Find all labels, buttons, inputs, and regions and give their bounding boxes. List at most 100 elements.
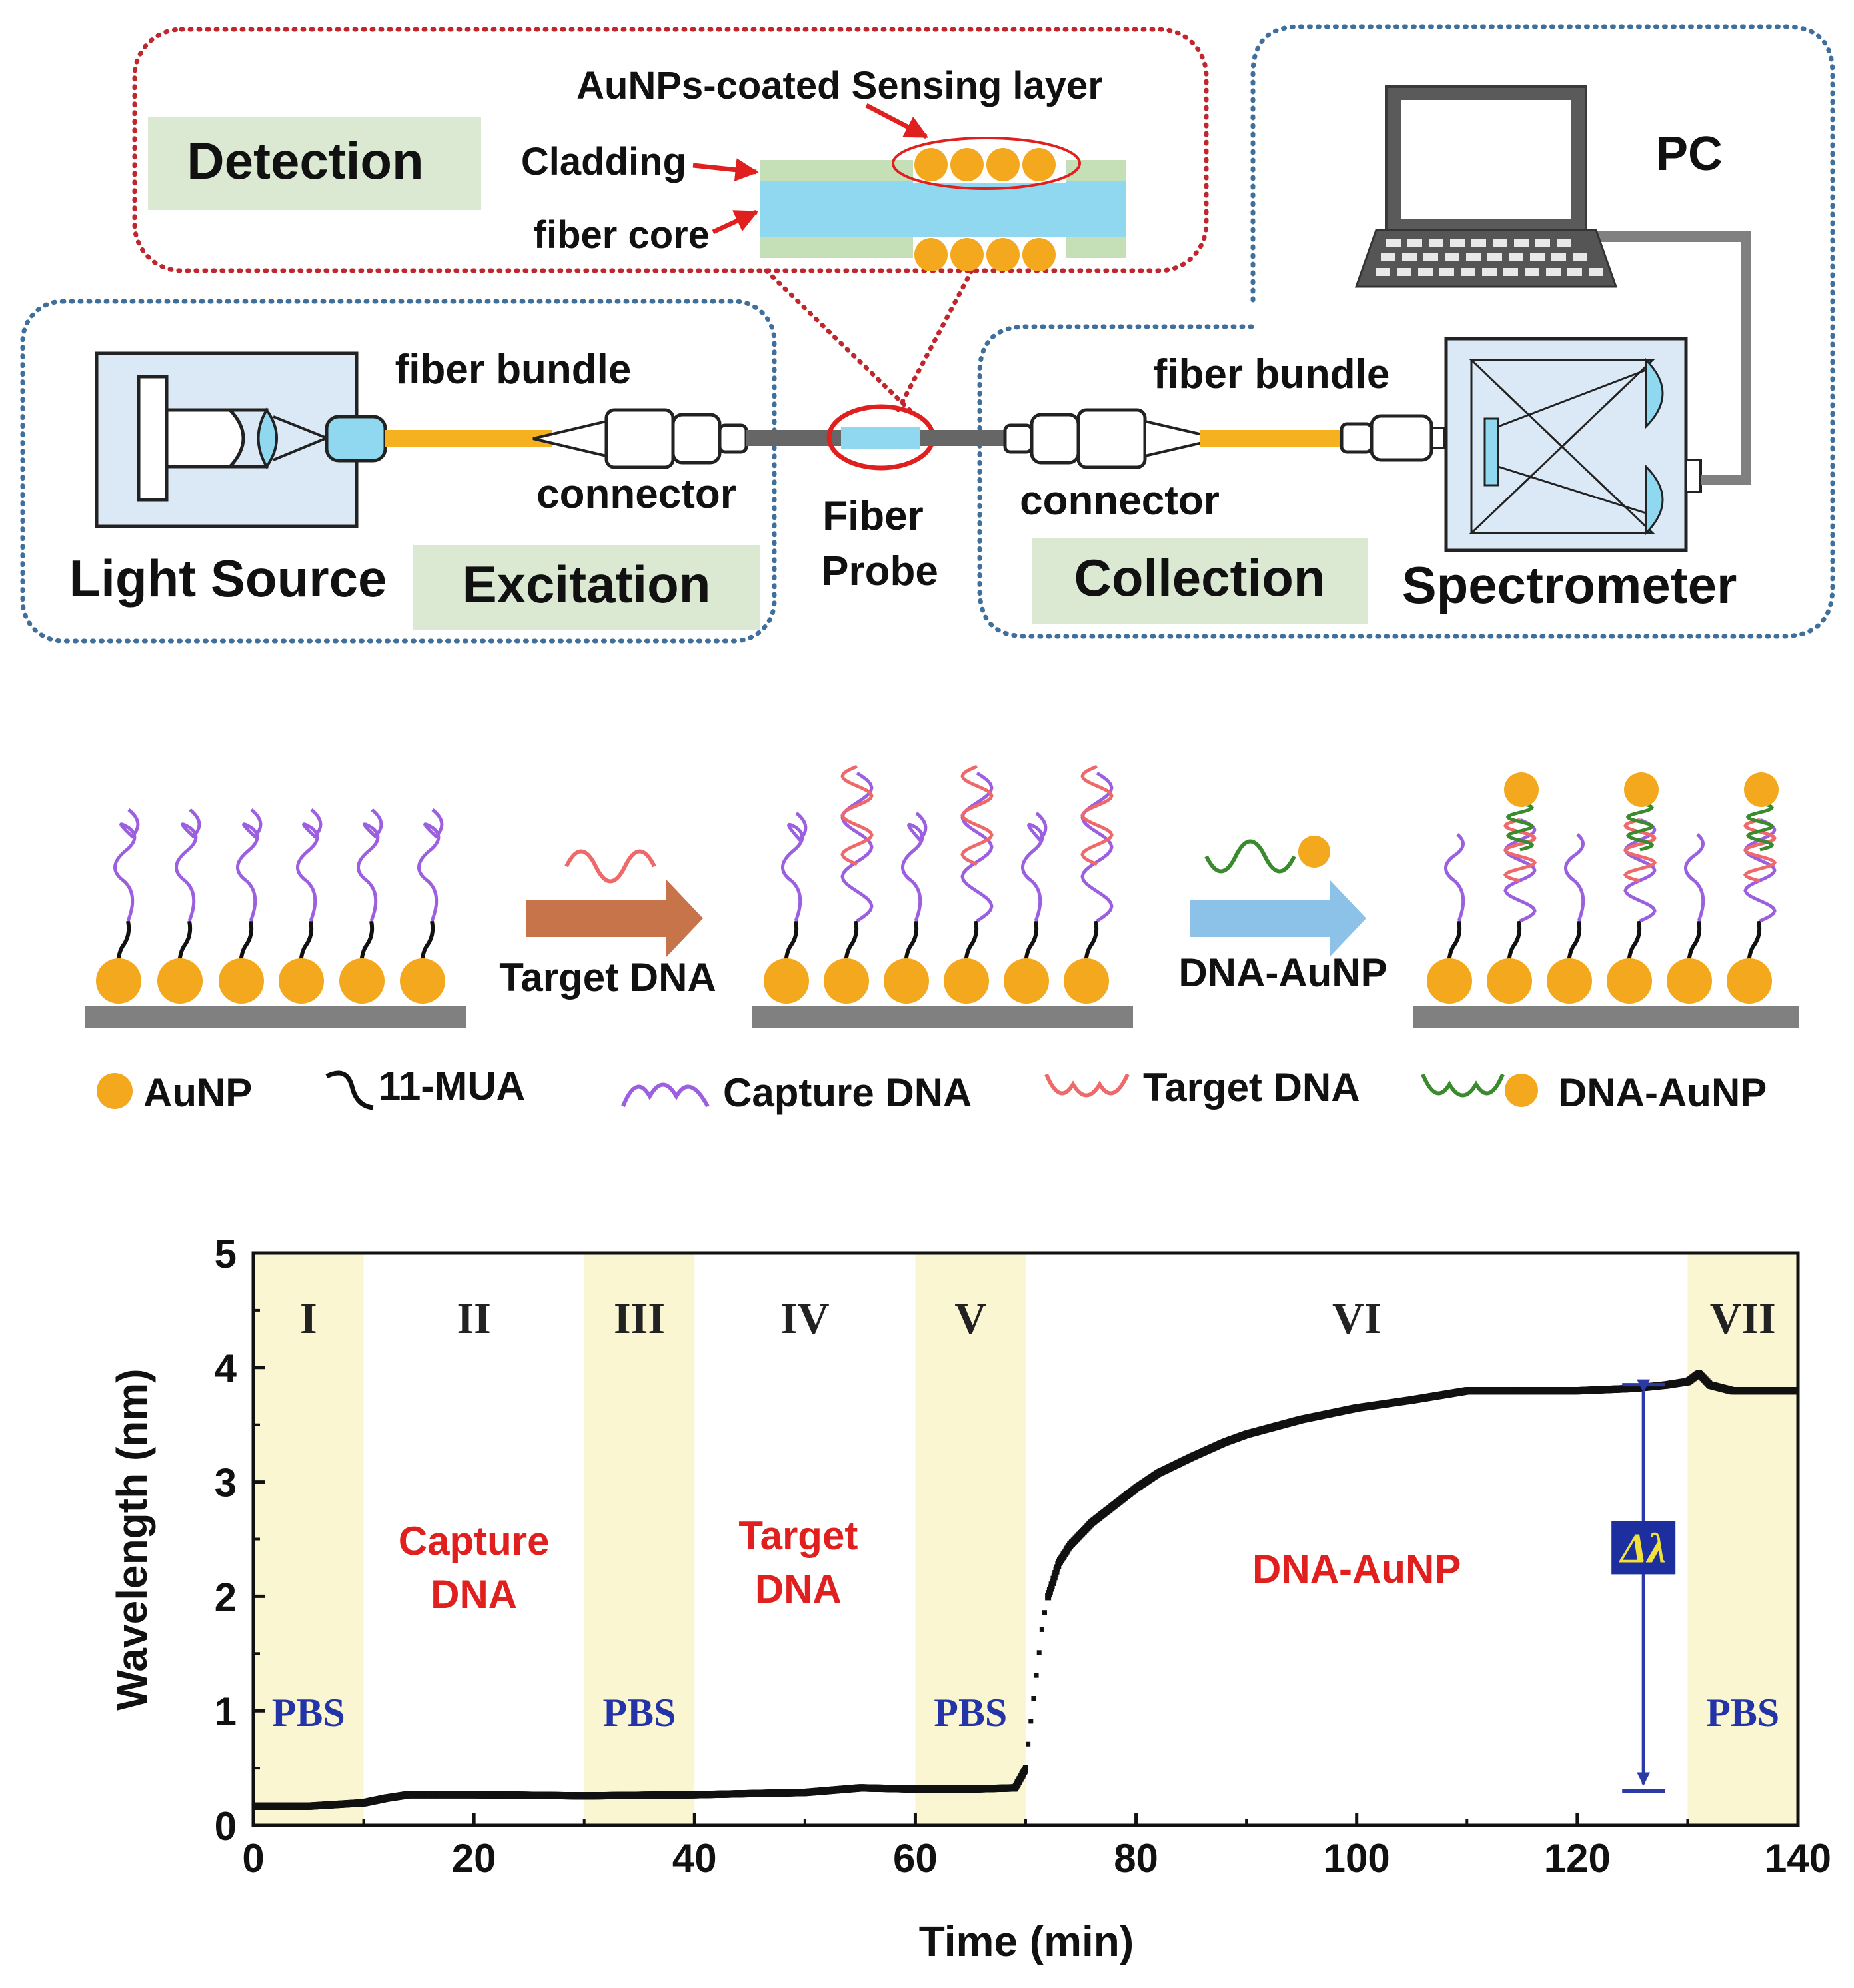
capture-dna-strand — [236, 808, 263, 922]
probe-fiber-right — [920, 430, 1006, 446]
x-tick-label: 80 — [1114, 1836, 1158, 1881]
sensing-layer-ellipse — [892, 137, 1081, 190]
setup-panel: Detection AuNPs-coated Sensing layer Cla… — [20, 24, 1835, 644]
connector-right-cone — [1144, 419, 1220, 458]
dna-strand — [1743, 818, 1777, 883]
collection-box — [977, 24, 1835, 639]
capture-dna-strand — [175, 808, 201, 922]
collection-label: Collection — [1074, 548, 1325, 607]
laptop-icon — [1354, 85, 1618, 288]
excitation-label: Excitation — [463, 555, 711, 614]
fiber-bundle-left-label: fiber bundle — [395, 347, 632, 393]
fiber-bundle-left — [385, 430, 552, 447]
aunp — [1607, 958, 1652, 1004]
connector-right-label: connector — [1020, 478, 1220, 524]
data-point — [1039, 1627, 1044, 1632]
capture-dna-strand — [357, 808, 383, 922]
legend-capture-icon — [621, 1082, 710, 1108]
fiber-core-label: fiber core — [534, 213, 710, 257]
step2-arrow — [1190, 880, 1366, 957]
step1-label: Target DNA — [499, 955, 716, 1000]
phase-buffer-label: PBS — [1706, 1691, 1779, 1735]
legend-aunp-icon — [97, 1073, 133, 1109]
aunp — [884, 958, 929, 1004]
legend-dna-aunp-particle — [1505, 1074, 1538, 1107]
y-tick-label: 2 — [215, 1575, 237, 1619]
legend-mua-icon — [325, 1070, 374, 1110]
capture-dna-strand — [296, 808, 323, 922]
data-point — [1036, 1650, 1042, 1655]
spectrometer-device — [1444, 337, 1702, 552]
substrate-1 — [85, 1006, 466, 1028]
aunp — [1727, 958, 1772, 1004]
probe-aunp — [1624, 772, 1659, 807]
x-axis-label: Time (min) — [919, 1917, 1134, 1965]
pc-cable — [1596, 231, 1751, 485]
aunp — [764, 958, 809, 1004]
aunp — [1004, 958, 1049, 1004]
excitation-label-bg — [413, 545, 760, 630]
legend-mua-label: 11-MUA — [379, 1064, 525, 1108]
dna-strand — [1743, 818, 1777, 923]
data-point — [1034, 1673, 1039, 1678]
sensing-aunps-bottom — [914, 238, 1056, 271]
legend-aunp-label: AuNP — [143, 1070, 252, 1115]
dna-strand — [960, 764, 994, 866]
free-probe-dna — [1204, 839, 1296, 874]
phase-buffer-label: PBS — [602, 1691, 676, 1735]
detection-label: Detection — [187, 131, 423, 190]
step2-label: DNA-AuNP — [1178, 950, 1387, 995]
sensing-layer-label: AuNPs-coated Sensing layer — [576, 64, 1103, 107]
aunp — [157, 958, 203, 1004]
detection-connector-left — [764, 268, 916, 416]
x-tick-label: 120 — [1544, 1836, 1611, 1881]
data-point — [1794, 1387, 1798, 1395]
x-tick-label: 100 — [1324, 1836, 1390, 1881]
spectrometer-label: Spectrometer — [1402, 556, 1737, 614]
dna-strand — [1623, 818, 1657, 883]
sensing-aunps-top — [914, 148, 1056, 181]
y-tick-label: 1 — [215, 1689, 237, 1734]
phase-reagent-label: DNA — [431, 1572, 517, 1617]
phase-shade — [253, 1253, 364, 1825]
aunp — [944, 958, 989, 1004]
x-tick-label: 20 — [452, 1836, 496, 1881]
fiber-core — [760, 181, 1126, 240]
capture-dna-strand — [113, 808, 140, 922]
x-tick-label: 60 — [893, 1836, 938, 1881]
spectrometer-port — [1340, 414, 1446, 462]
phase-reagent-label: Target — [738, 1513, 858, 1558]
y-tick-label: 3 — [215, 1461, 237, 1505]
detection-connector-right — [894, 268, 974, 416]
light-source-device — [95, 351, 387, 528]
data-point — [1022, 1766, 1028, 1774]
dna-strand — [1505, 801, 1535, 852]
legend-capture-label: Capture DNA — [723, 1070, 972, 1115]
connector-left — [604, 408, 748, 469]
phase-reagent-label: DNA-AuNP — [1252, 1547, 1461, 1591]
sensing-layer-arrow — [865, 103, 929, 139]
delta-lambda-badge — [1611, 1521, 1676, 1575]
aunp — [824, 958, 869, 1004]
dna-strand — [1080, 764, 1114, 866]
dna-strand — [1503, 818, 1537, 923]
sandwich-strands-stage3 — [1444, 772, 1779, 978]
dna-strand — [1625, 801, 1655, 852]
delta-lambda-label: Δλ — [1619, 1524, 1667, 1571]
legend-target-icon — [1044, 1073, 1130, 1098]
phase-numeral: I — [300, 1294, 317, 1343]
aunp — [1547, 958, 1592, 1004]
collection-label-bg — [1032, 538, 1368, 624]
y-axis-label: Wavelength (nm) — [108, 1368, 156, 1710]
hybridized-strands-stage2 — [781, 764, 1114, 978]
aunp — [400, 958, 445, 1004]
probe-sensing-region — [841, 427, 920, 449]
phase-reagent-label: DNA — [755, 1567, 842, 1611]
legend-dna-aunp-icon — [1421, 1073, 1505, 1098]
phase-shading — [253, 1253, 1798, 1825]
aunp — [339, 958, 385, 1004]
data-point — [1028, 1719, 1034, 1724]
aunp — [219, 958, 264, 1004]
